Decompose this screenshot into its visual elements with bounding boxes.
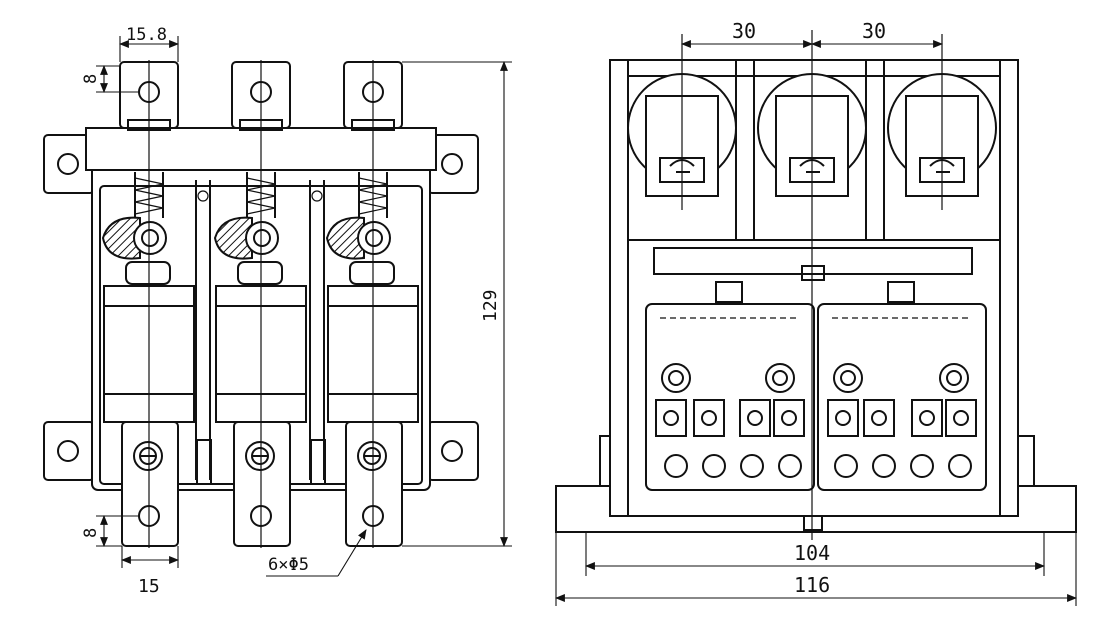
front-view: 15.8 8 129 8 15 <box>43 25 512 597</box>
hole-callout: 6×Φ5 <box>266 529 367 577</box>
dimension-inner-width: 104 <box>585 532 1045 576</box>
dim-top-width-label: 15.8 <box>126 25 167 45</box>
flange-bottom-right <box>427 421 479 481</box>
dimension-pitch: 30 30 <box>681 19 943 48</box>
flange-hole-1 <box>57 153 79 175</box>
flange-bottom-left <box>43 421 95 481</box>
dim-height-label: 129 <box>480 289 501 322</box>
bottom-terminal-tab-2 <box>233 421 291 547</box>
flange-hole-2 <box>441 153 463 175</box>
dimension-bottom-offset: 8 <box>81 515 139 547</box>
dim-pitch-right-label: 30 <box>862 19 886 43</box>
aux-block-right <box>817 303 987 491</box>
bottom-terminal-tab-1 <box>121 421 179 547</box>
dim-bottom-offset-label: 8 <box>81 528 101 538</box>
aux-block-left <box>645 303 815 491</box>
hole-callout-label: 6×Φ5 <box>268 555 309 575</box>
bottom-terminal-tab-3 <box>345 421 403 547</box>
dim-pitch-left-label: 30 <box>732 19 756 43</box>
dimension-height: 129 <box>402 61 512 547</box>
dimension-outer-width: 116 <box>555 532 1077 606</box>
dim-bottom-width-label: 15 <box>138 576 160 597</box>
dimension-top-width: 15.8 <box>119 25 179 62</box>
dimension-bottom-width: 15 <box>121 546 179 597</box>
side-view: 30 30 104 116 <box>555 19 1077 606</box>
flange-hole-4 <box>441 440 463 462</box>
dim-top-offset-label: 8 <box>81 74 101 84</box>
dimension-top-offset: 8 <box>81 65 139 93</box>
flange-hole-3 <box>57 440 79 462</box>
dim-inner-width-label: 104 <box>794 541 830 565</box>
dim-outer-width-label: 116 <box>794 573 830 597</box>
